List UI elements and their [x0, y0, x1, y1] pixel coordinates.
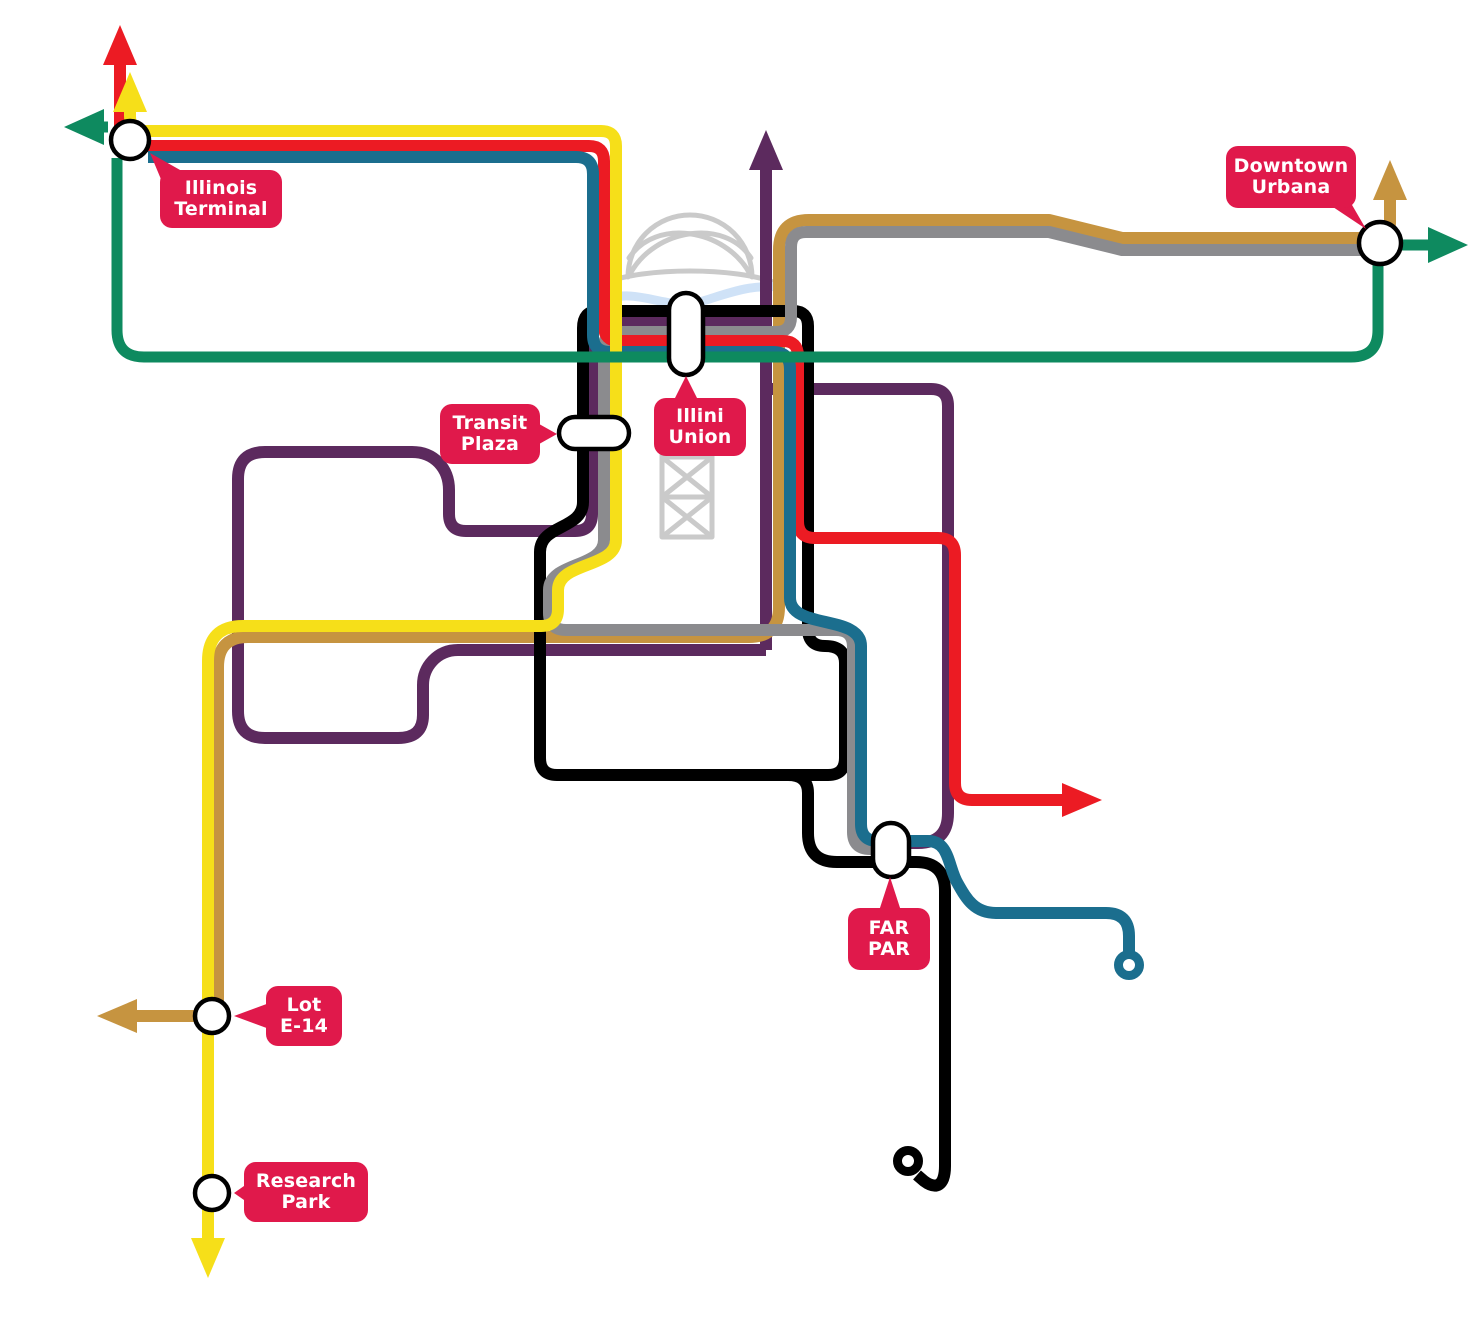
- station-downtown-urbana: [1356, 219, 1404, 267]
- label-transit-plaza: Transit Plaza: [440, 404, 540, 464]
- route-green-line: [111, 158, 1384, 363]
- green-line-arrowhead: [64, 109, 104, 145]
- station-markers: [108, 118, 1404, 1213]
- gold-line-arrowhead: [1373, 160, 1407, 200]
- label-illinois-terminal: Illinois Terminal: [160, 170, 282, 228]
- label-pointer-lot-e14: [234, 1002, 272, 1030]
- route-teal-line: [148, 151, 1135, 952]
- dome-cross-right-illustration: [626, 230, 753, 277]
- label-illini-union: Illini Union: [654, 398, 746, 456]
- station-illinois-terminal: [108, 118, 152, 162]
- label-research-park: Research Park: [244, 1162, 368, 1222]
- label-pointer-illini-union: [673, 376, 699, 402]
- station-far-par: [870, 820, 912, 880]
- red-line-arrowhead: [1062, 783, 1102, 817]
- dome-arch-illustration: [625, 212, 755, 280]
- yellow-line-arrowhead: [113, 72, 147, 112]
- red-line-arrowhead: [103, 25, 137, 65]
- purple-line-arrowhead: [749, 130, 783, 170]
- green-line-arrowhead: [1428, 227, 1468, 263]
- tower-illustration: [659, 452, 715, 540]
- station-transit-plaza: [556, 414, 632, 452]
- label-downtown-urbana: Downtown Urbana: [1226, 146, 1356, 208]
- station-illini-union: [666, 290, 706, 378]
- label-lot-e14: Lot E-14: [266, 986, 342, 1046]
- teal-line-terminus-ring: [1114, 950, 1144, 980]
- station-lot-e14: [192, 996, 232, 1036]
- station-research-park: [192, 1173, 232, 1213]
- black-line-terminus-ring: [893, 1146, 923, 1176]
- route-red-line: [114, 60, 1066, 806]
- yellow-line-arrowhead: [191, 1238, 225, 1278]
- label-far-par: FAR PAR: [848, 908, 930, 970]
- route-black-line: [787, 769, 951, 1192]
- label-pointer-far-par: [878, 877, 902, 914]
- route-purple-line: [232, 315, 766, 744]
- gold-line-arrowhead: [97, 999, 137, 1033]
